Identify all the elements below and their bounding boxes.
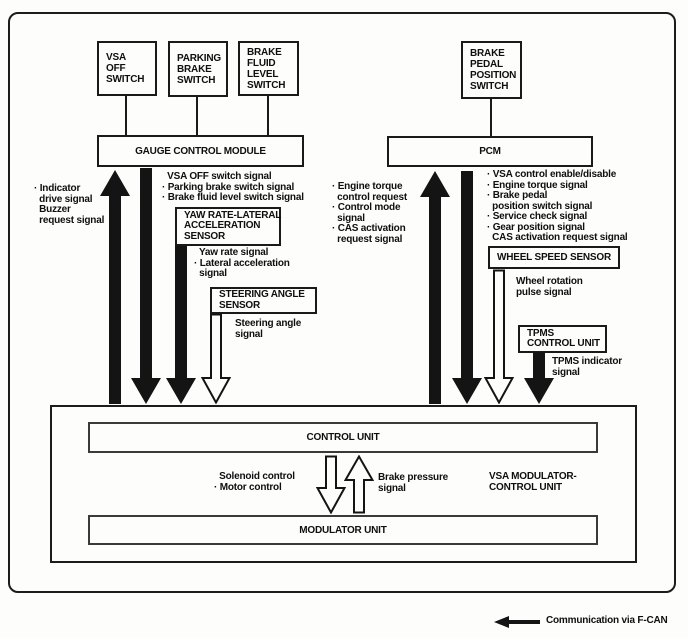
box-brake-pedal-position-switch: BRAKE PEDAL POSITION SWITCH [461,41,522,99]
label-pcm-output-signals: · VSA control enable/disable · Engine to… [487,169,628,243]
box-brake-fluid-level-switch: BRAKE FLUID LEVEL SWITCH [238,41,299,96]
arrow-modulator-to-control-up [344,455,374,514]
arrow-control-to-modulator-down [316,455,346,514]
connector-parking-to-gauge [196,96,198,135]
label-pcm-input-signals: · Engine torque control request · Contro… [332,181,407,245]
box-yaw-rate-lateral-acceleration-sensor: YAW RATE-LATERAL ACCELERATION SENSOR [175,207,281,246]
box-vsa-modulator-control-unit [50,405,637,563]
box-gauge-control-module: GAUGE CONTROL MODULE [97,135,304,167]
label-vsa-modulator-control-unit: VSA MODULATOR- CONTROL UNIT [489,471,577,493]
box-modulator-unit: MODULATOR UNIT [88,515,598,545]
label-wheel-rotation-signal: Wheel rotation pulse signal [516,276,583,298]
legend-fcan-arrow-icon [494,616,540,628]
box-vsa-off-switch: VSA OFF SWITCH [97,41,157,96]
arrow-steering-sensor-to-vsa-unit-down [201,313,231,404]
box-pcm: PCM [387,136,593,167]
box-parking-brake-switch: PARKING BRAKE SWITCH [168,41,228,97]
box-control-unit: CONTROL UNIT [88,422,598,453]
connector-fluid-to-gauge [267,95,269,135]
box-wheel-speed-sensor: WHEEL SPEED SENSOR [488,246,620,269]
label-brake-pressure-signal: Brake pressure signal [378,472,449,494]
label-yaw-sensor-signals: Yaw rate signal · Lateral acceleration s… [194,247,290,279]
label-solenoid-motor-control: Solenoid control · Motor control [214,471,295,493]
label-legend-communication-fcan: Communication via F-CAN [546,615,668,626]
arrow-vsa-unit-to-gauge-up [100,170,130,404]
arrow-yaw-sensor-to-vsa-unit-down [166,246,196,404]
diagram-border [8,12,676,593]
arrow-pcm-to-vsa-unit-down [452,171,482,404]
label-indicator-buzzer-signals: · Indicator drive signal Buzzer request … [34,183,105,226]
connector-pedal-to-pcm [490,98,492,136]
box-steering-angle-sensor: STEERING ANGLE SENSOR [210,287,317,314]
label-steering-angle-signal: Steering angle signal [235,318,302,340]
arrow-vsa-unit-to-pcm-up [420,171,450,404]
label-gauge-output-signals: VSA OFF switch signal · Parking brake sw… [162,171,304,203]
arrow-wheel-sensor-to-vsa-unit-down [484,269,514,404]
arrow-gauge-to-vsa-unit-down [131,168,161,404]
connector-vsa-off-to-gauge [125,95,127,135]
arrow-tpms-to-vsa-unit-down [524,352,554,404]
box-tpms-control-unit: TPMS CONTROL UNIT [518,325,607,353]
label-tpms-indicator-signal: TPMS indicator signal [552,356,622,378]
